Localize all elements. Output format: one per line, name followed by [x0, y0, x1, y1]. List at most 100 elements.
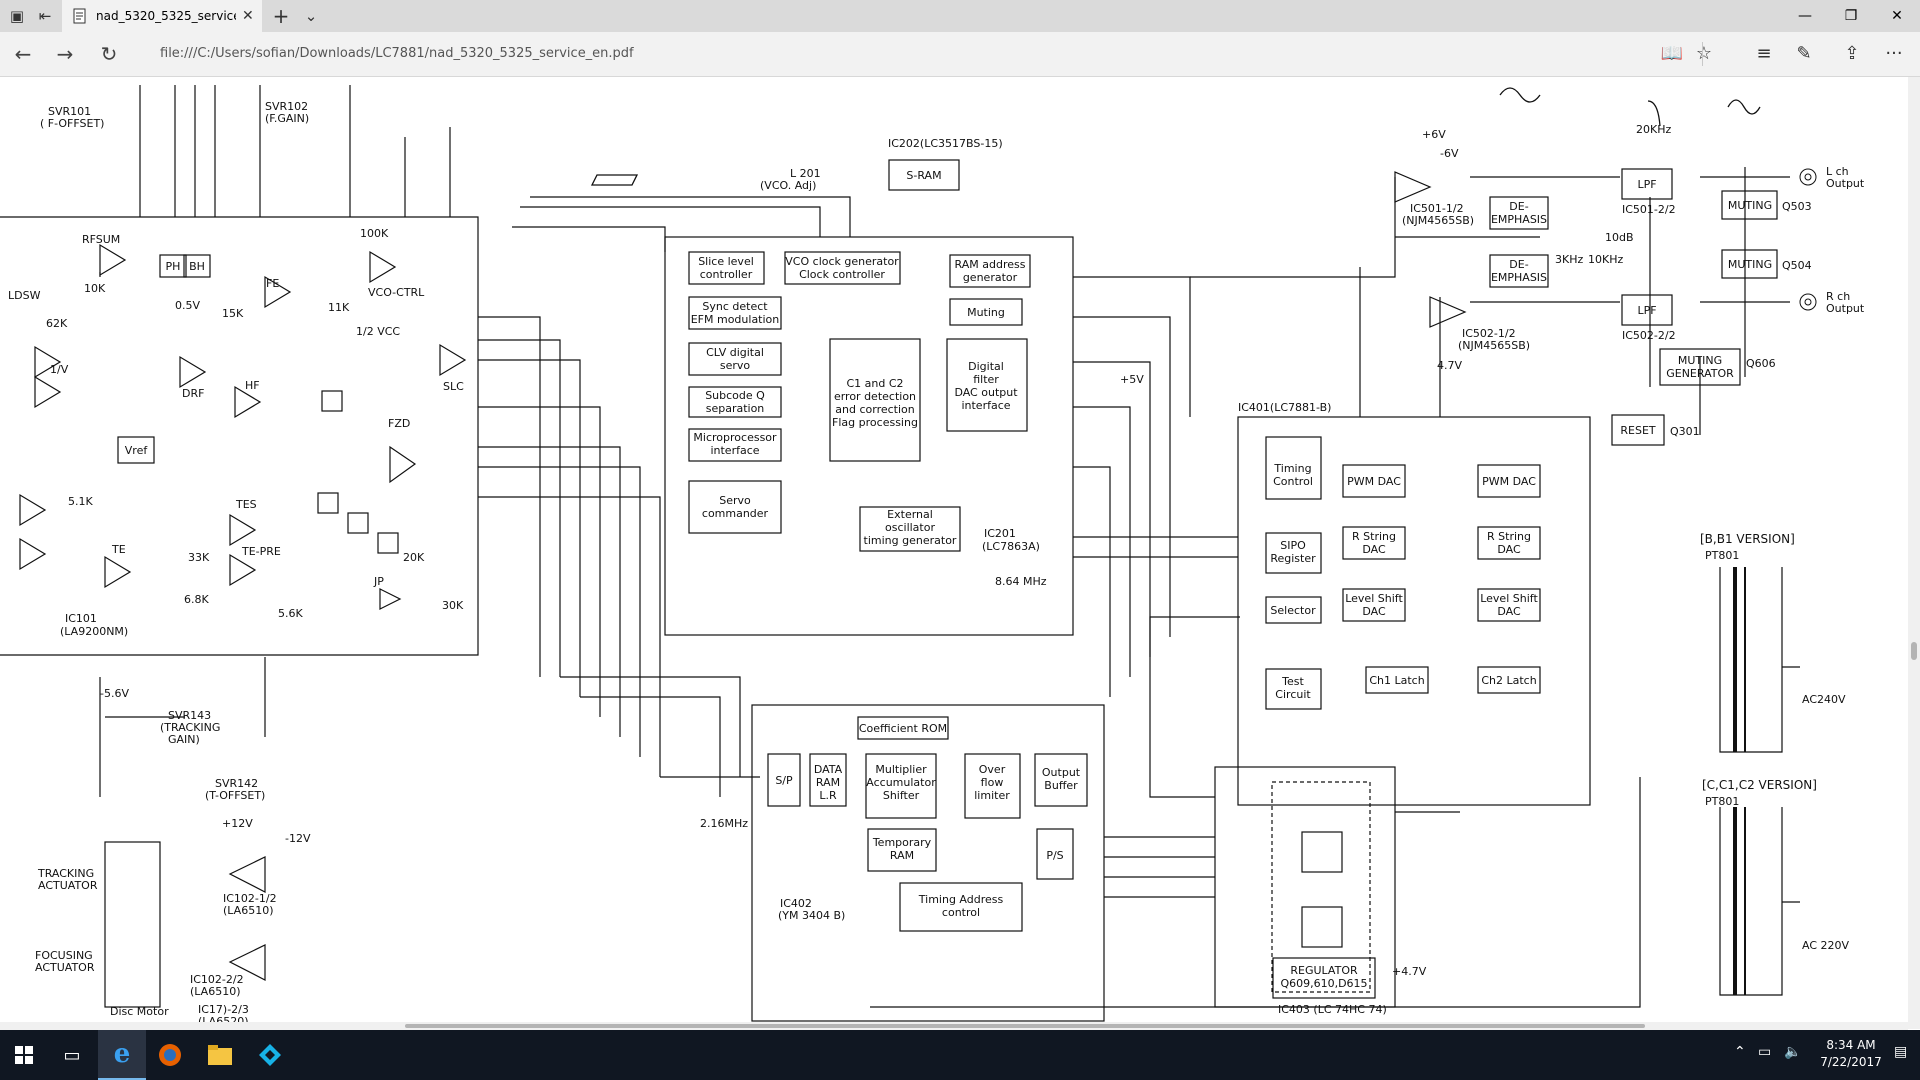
- label-plus6: +6V: [1422, 128, 1446, 141]
- label-rch2: Output: [1826, 302, 1865, 315]
- block-dataram3: L.R: [819, 789, 837, 802]
- block-mult3: Shifter: [883, 789, 920, 802]
- firefox-icon[interactable]: [146, 1030, 194, 1080]
- url-field[interactable]: file:///C:/Users/sofian/Downloads/LC7881…: [160, 46, 634, 61]
- horizontal-scrollbar[interactable]: [0, 1022, 1908, 1030]
- pdf-viewer[interactable]: SVR101 ( F-OFFSET) SVR102 (F.GAIN) L 201…: [0, 77, 1920, 1029]
- block-sync: Sync detect: [702, 300, 768, 313]
- chevron-up-icon[interactable]: ⌃: [1734, 1044, 1746, 1060]
- block-extosc3: timing generator: [864, 534, 957, 547]
- label-vcoctrl: VCO-CTRL: [368, 286, 425, 299]
- label-svr143c: GAIN): [168, 733, 200, 746]
- block-selector: Selector: [1270, 604, 1316, 617]
- block-dataram2: RAM: [816, 776, 840, 789]
- system-clock[interactable]: 8:34 AM 7/22/2017: [1816, 1037, 1886, 1071]
- label-svr101: SVR101: [48, 105, 91, 118]
- block-extosc2: oscillator: [885, 521, 935, 534]
- volume-icon[interactable]: 🔈: [1784, 1044, 1802, 1060]
- block-tac2: control: [942, 906, 980, 919]
- task-view-icon[interactable]: ▭: [63, 1044, 81, 1066]
- label-tracking: TRACKING: [37, 867, 94, 880]
- block-clv: CLV digital: [706, 346, 764, 359]
- more-icon[interactable]: ···: [1885, 43, 1903, 64]
- chevron-down-icon[interactable]: ⌄: [304, 7, 318, 25]
- block-ramaddr: RAM address: [955, 258, 1026, 271]
- start-windows-icon[interactable]: [0, 1030, 48, 1080]
- refresh-icon[interactable]: ↻: [100, 42, 118, 66]
- block-lvl2b: DAC: [1497, 605, 1521, 618]
- block-sram: S-RAM: [906, 169, 941, 182]
- label-k56: 5.6K: [278, 607, 303, 620]
- share-icon[interactable]: ⇪: [1844, 43, 1860, 64]
- block-bh: BH: [189, 260, 205, 273]
- block-ramaddr2: generator: [963, 271, 1018, 284]
- reading-view-icon[interactable]: 📖: [1660, 43, 1684, 64]
- label-f864: 8.64 MHz: [995, 575, 1047, 588]
- block-extosc: External: [887, 508, 933, 521]
- label-tes: TES: [235, 498, 257, 511]
- label-svr101b: ( F-OFFSET): [40, 117, 104, 130]
- label-f10k: 10KHz: [1588, 253, 1623, 266]
- block-dfilt4: interface: [961, 399, 1010, 412]
- block-dfilt: Digital: [968, 360, 1004, 373]
- network-icon[interactable]: ▭: [1758, 1044, 1772, 1060]
- label-jp: JP: [373, 575, 384, 588]
- block-c1c2d: Flag processing: [832, 416, 918, 429]
- restore-button[interactable]: ❐: [1844, 8, 1858, 24]
- action-center-icon[interactable]: ▤: [1894, 1044, 1908, 1060]
- tab-manager-icon[interactable]: ▣: [9, 7, 25, 25]
- block-sp: S/P: [775, 774, 793, 787]
- block-rstr2: R String: [1487, 530, 1531, 543]
- label-lch: L ch: [1826, 165, 1849, 178]
- label-focusing2: ACTUATOR: [35, 961, 95, 974]
- block-c1c2b: error detection: [834, 390, 916, 403]
- label-svr102: SVR102: [265, 100, 308, 113]
- block-vref: Vref: [125, 444, 149, 457]
- schematic-diagram: SVR101 ( F-OFFSET) SVR102 (F.GAIN) L 201…: [0, 85, 1865, 1028]
- label-fe: FE: [266, 277, 279, 290]
- block-rstr1b: DAC: [1362, 543, 1386, 556]
- label-svr142b: (T-OFFSET): [205, 789, 265, 802]
- block-slice2: controller: [700, 268, 753, 281]
- label-lch2: Output: [1826, 177, 1865, 190]
- block-reset: RESET: [1620, 424, 1656, 437]
- block-servo2: commander: [702, 507, 769, 520]
- block-mutegen2: GENERATOR: [1666, 367, 1734, 380]
- block-tempram2: RAM: [890, 849, 914, 862]
- pen-icon[interactable]: ✎: [1796, 43, 1812, 64]
- new-tab-icon[interactable]: +: [272, 4, 290, 28]
- tab-pdf[interactable]: nad_5320_5325_service_ ✕: [62, 0, 262, 32]
- label-ic5022: IC502-2/2: [1622, 329, 1676, 342]
- close-window-button[interactable]: ✕: [1891, 8, 1903, 24]
- favorite-star-icon[interactable]: ☆: [1695, 43, 1713, 64]
- block-ps: P/S: [1046, 849, 1063, 862]
- block-servo: Servo: [719, 494, 751, 507]
- hub-icon[interactable]: ≡: [1756, 43, 1772, 64]
- label-ic403: IC403 (LC 74HC 74): [1278, 1003, 1387, 1016]
- minimize-button[interactable]: —: [1798, 8, 1812, 24]
- label-f3k: 3KHz: [1555, 253, 1583, 266]
- file-explorer-icon[interactable]: [196, 1030, 244, 1080]
- back-arrow-icon[interactable]: ←: [14, 42, 32, 66]
- block-ch1: Ch1 Latch: [1369, 674, 1424, 687]
- horizontal-scroll-thumb[interactable]: [405, 1024, 1645, 1028]
- block-vco: VCO clock generator: [785, 255, 899, 268]
- kodi-icon[interactable]: [246, 1030, 294, 1080]
- block-sipo2: Register: [1270, 552, 1316, 565]
- vertical-scroll-thumb[interactable]: [1911, 642, 1917, 660]
- block-deemph2-r: EMPHASIS: [1491, 271, 1547, 284]
- vertical-scrollbar[interactable]: [1908, 77, 1920, 1029]
- tab-close-icon[interactable]: ✕: [242, 8, 254, 24]
- label-plus47b: +4.7V: [1392, 965, 1427, 978]
- block-c1c2: C1 and C2: [846, 377, 903, 390]
- block-ch2: Ch2 Latch: [1481, 674, 1536, 687]
- set-aside-tabs-icon[interactable]: ⇤: [38, 7, 52, 25]
- forward-arrow-icon[interactable]: →: [56, 42, 74, 66]
- label-ic102b: (LA6510): [223, 904, 273, 917]
- edge-browser-icon[interactable]: e: [98, 1030, 146, 1080]
- label-ic402b: (YM 3404 B): [778, 909, 845, 922]
- label-minus56: -5.6V: [100, 687, 129, 700]
- block-dfilt2: filter: [973, 373, 999, 386]
- label-iv: 1/V: [50, 363, 69, 376]
- block-vco2: Clock controller: [799, 268, 885, 281]
